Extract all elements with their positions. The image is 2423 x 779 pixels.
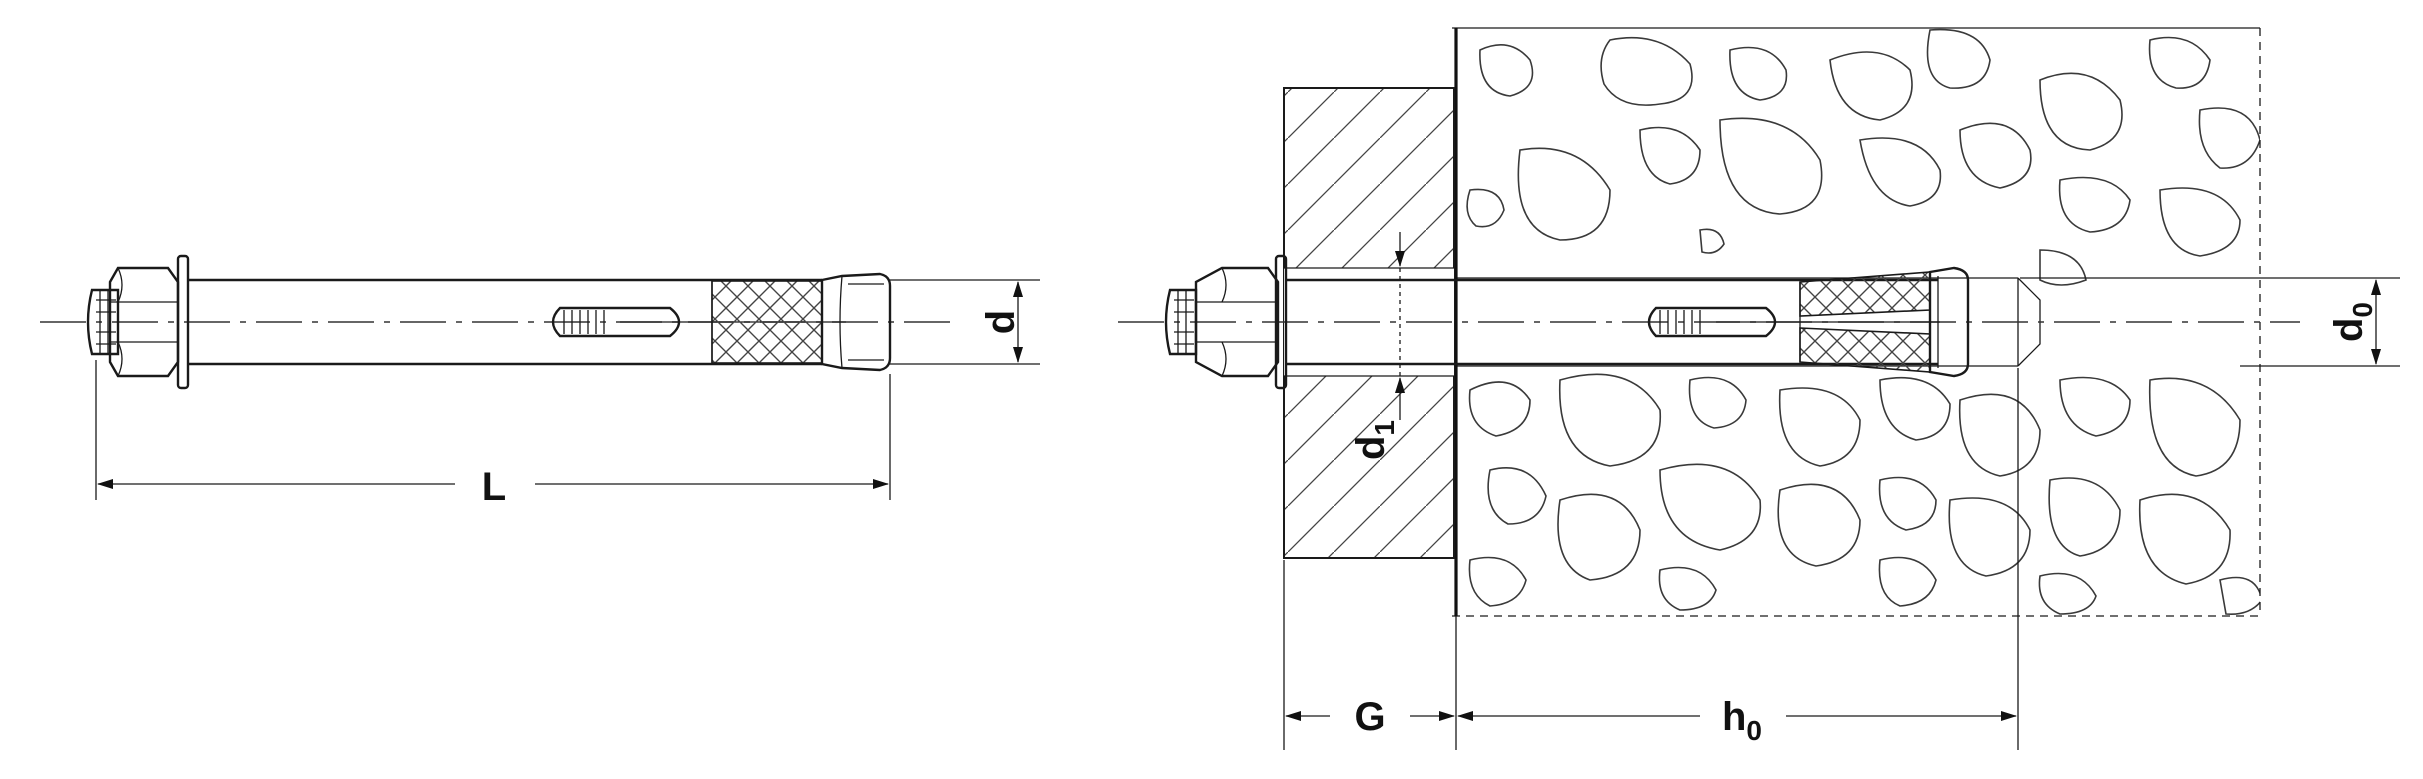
installed-expansion-cone [1928,266,1970,378]
hole-depth-label: h0 [1722,695,1762,746]
expansion-cone [820,272,892,372]
diameter-dimension: d [890,279,1040,365]
fixture-hole-label: d1 [1349,420,1400,460]
installed-sleeve-slot [1647,306,1777,338]
washer [176,254,190,390]
length-dimension: L [95,360,891,509]
fixture-thickness-label: G [1354,695,1385,739]
installed-hex-nut [1194,266,1280,378]
installed-washer [1274,254,1288,390]
anchor-bolt-side-view: L d [40,254,1040,509]
hex-nut [108,266,180,378]
concrete-aggregate [1466,28,2260,616]
knurled-expansion-zone [711,280,823,364]
length-label: L [482,465,506,509]
hole-diameter-dimension: d0 [2020,277,2400,367]
installed-anchor-section-view: d1 d0 G h0 [1118,27,2400,750]
sleeve-slot [551,306,681,338]
fixture-plate [1283,87,1455,559]
fixture-hole-dimension: d1 [1349,232,1405,460]
hole-diameter-label: d0 [2327,302,2378,342]
installed-sleeve [1286,271,1940,373]
anchor-sleeve [188,278,846,366]
installed-threaded-stud [1164,288,1198,356]
concrete-base [1452,27,2261,617]
bottom-dimensions: G h0 [1283,368,2019,750]
diameter-label: d [979,310,1023,334]
